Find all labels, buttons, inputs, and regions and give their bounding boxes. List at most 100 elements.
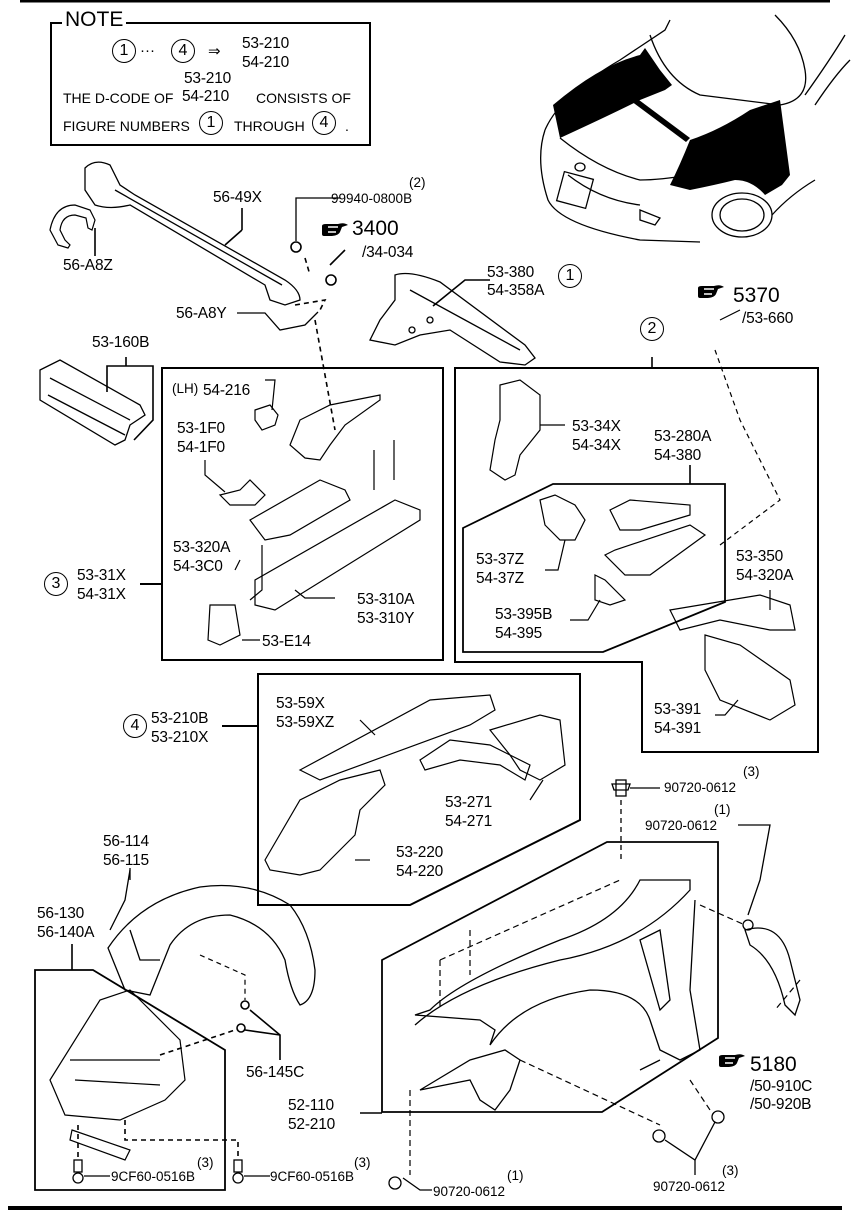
part-qty-90720-second: (1) — [714, 802, 731, 817]
group-3-circle: 3 — [44, 572, 68, 596]
part-label-99940-0800b[interactable]: 99940-0800B — [331, 191, 413, 206]
part-label-54-1f0[interactable]: 54-1F0 — [177, 439, 225, 456]
part-label-53-210x[interactable]: 53-210X — [151, 729, 209, 746]
note-code-a: 53-210 — [242, 35, 290, 52]
group-2-circle: 2 — [640, 317, 664, 341]
part-label-54-3c0[interactable]: 54-3C0 — [173, 558, 223, 575]
ref-5180-sub2[interactable]: /50-920B — [750, 1096, 812, 1113]
note-line2-from-circle: 1 — [199, 111, 223, 135]
part-label-53-280a[interactable]: 53-280A — [654, 428, 712, 445]
part-label-53-310a[interactable]: 53-310A — [357, 591, 415, 608]
note-line2-prefix: FIGURE NUMBERS — [63, 118, 190, 134]
fender-group-frame — [381, 841, 719, 1113]
part-label-53-350[interactable]: 53-350 — [736, 548, 784, 565]
bracket-56-a8z-drawing — [49, 204, 96, 249]
part-label-53-e14[interactable]: 53-E14 — [262, 633, 311, 650]
rail-53-160b-drawing — [39, 359, 146, 446]
part-label-56-140a[interactable]: 56-140A — [37, 924, 95, 941]
part-label-53-59x[interactable]: 53-59X — [276, 695, 325, 712]
part-label-53-310y[interactable]: 53-310Y — [357, 610, 415, 627]
part-label-56-49x[interactable]: 56-49X — [213, 189, 262, 206]
part-label-52-110[interactable]: 52-110 — [288, 1097, 334, 1114]
part-label-54-320a[interactable]: 54-320A — [736, 567, 794, 584]
part-label-54-37z[interactable]: 54-37Z — [476, 570, 524, 587]
part-label-54-31x[interactable]: 54-31X — [77, 586, 126, 603]
note-line2-to-circle: 4 — [312, 111, 336, 135]
car-highlight-fender-hood — [553, 48, 790, 195]
part-qty-99940: (2) — [409, 175, 426, 190]
part-label-54-220[interactable]: 54-220 — [396, 863, 444, 880]
fender-drawing — [414, 879, 801, 1111]
note-line2-mid: THROUGH — [234, 118, 305, 134]
part-label-52-210[interactable]: 52-210 — [288, 1116, 336, 1133]
ref-3400-sub[interactable]: /34-034 — [362, 244, 414, 261]
part-label-56-145c[interactable]: 56-145C — [246, 1064, 305, 1081]
part-label-56-115[interactable]: 56-115 — [103, 852, 149, 869]
part-label-53-320a[interactable]: 53-320A — [173, 539, 231, 556]
part-label-53-31x[interactable]: 53-31X — [77, 567, 126, 584]
part-label-53-59xz[interactable]: 53-59XZ — [276, 714, 335, 731]
part-label-56-114[interactable]: 56-114 — [103, 833, 149, 850]
group-2-frame — [454, 367, 819, 753]
part-label-54-391[interactable]: 54-391 — [654, 720, 702, 737]
part-qty-90720-bottom-right: (3) — [722, 1163, 739, 1178]
note-line1-code-a: 53-210 — [184, 70, 232, 87]
apron-53-380-drawing — [369, 272, 536, 366]
part-label-90720-0612-bottom-left[interactable]: 90720-0612 — [433, 1184, 506, 1199]
part-label-53-34x[interactable]: 53-34X — [572, 418, 621, 435]
part-label-9cf60-0516b-right[interactable]: 9CF60-0516B — [270, 1169, 355, 1184]
ref-3400-number[interactable]: 3400 — [352, 217, 399, 240]
part-qty-90720-bottom-left: (1) — [507, 1168, 524, 1183]
part-label-53-220[interactable]: 53-220 — [396, 844, 444, 861]
ref-5370-number[interactable]: 5370 — [733, 284, 780, 307]
note-arrow: ⇒ — [208, 43, 221, 60]
part-qty-90720-top: (3) — [743, 764, 760, 779]
ref-5370-sub[interactable]: /53-660 — [742, 310, 794, 327]
part-label-53-1f0[interactable]: 53-1F0 — [177, 420, 225, 437]
part-label-90720-0612-top[interactable]: 90720-0612 — [664, 780, 737, 795]
part-side-lh: (LH) — [172, 381, 199, 396]
ref-5180-number[interactable]: 5180 — [750, 1053, 797, 1076]
part-label-54-34x[interactable]: 54-34X — [572, 437, 621, 454]
note-line2-end: . — [345, 118, 349, 134]
part-label-90720-0612-bottom-right[interactable]: 90720-0612 — [653, 1179, 726, 1194]
note-code-b: 54-210 — [242, 54, 290, 71]
part-label-53-380[interactable]: 53-380 — [487, 264, 535, 281]
part-label-54-395[interactable]: 54-395 — [495, 625, 543, 642]
part-label-90720-0612-second[interactable]: 90720-0612 — [645, 818, 718, 833]
part-qty-9cf60-left: (3) — [197, 1155, 214, 1170]
ref-5180-sub1[interactable]: /50-910C — [750, 1078, 813, 1095]
note-title: NOTE — [62, 8, 127, 32]
note-range-end-circle: 4 — [171, 39, 195, 63]
mudguard-drawing — [107, 868, 316, 1006]
part-label-9cf60-0516b-left[interactable]: 9CF60-0516B — [111, 1169, 196, 1184]
note-box — [50, 22, 371, 146]
group-3-frame — [161, 367, 444, 661]
note-line1-suffix: CONSISTS OF — [256, 90, 351, 106]
part-label-56-a8y[interactable]: 56-A8Y — [176, 305, 227, 322]
part-label-53-395b[interactable]: 53-395B — [495, 606, 553, 623]
group-4-circle: 4 — [123, 714, 147, 738]
group-4-frame — [257, 673, 581, 906]
part-label-54-358a[interactable]: 54-358A — [487, 282, 545, 299]
car-overview-illustration — [540, 14, 851, 243]
note-line1-prefix: THE D-CODE OF — [63, 90, 174, 106]
part-qty-9cf60-right: (3) — [354, 1155, 371, 1170]
part-label-56-130[interactable]: 56-130 — [37, 905, 85, 922]
part-label-53-391[interactable]: 53-391 — [654, 701, 702, 718]
part-label-53-37z[interactable]: 53-37Z — [476, 551, 524, 568]
part-label-56-a8z[interactable]: 56-A8Z — [63, 257, 113, 274]
pointing-hand-icon — [698, 285, 724, 298]
part-label-54-380[interactable]: 54-380 — [654, 447, 702, 464]
group-2-inner-frame — [462, 483, 726, 653]
part-label-53-210b[interactable]: 53-210B — [151, 710, 209, 727]
pointing-hand-icon — [322, 223, 348, 236]
part-label-53-271[interactable]: 53-271 — [445, 794, 493, 811]
note-range-dots: ··· — [140, 42, 155, 59]
part-label-53-160b[interactable]: 53-160B — [92, 334, 150, 351]
part-label-54-271[interactable]: 54-271 — [445, 813, 493, 830]
undercover-drawing — [49, 989, 186, 1161]
note-line1-code-b: 54-210 — [182, 88, 230, 105]
part-label-54-216[interactable]: 54-216 — [203, 382, 251, 399]
